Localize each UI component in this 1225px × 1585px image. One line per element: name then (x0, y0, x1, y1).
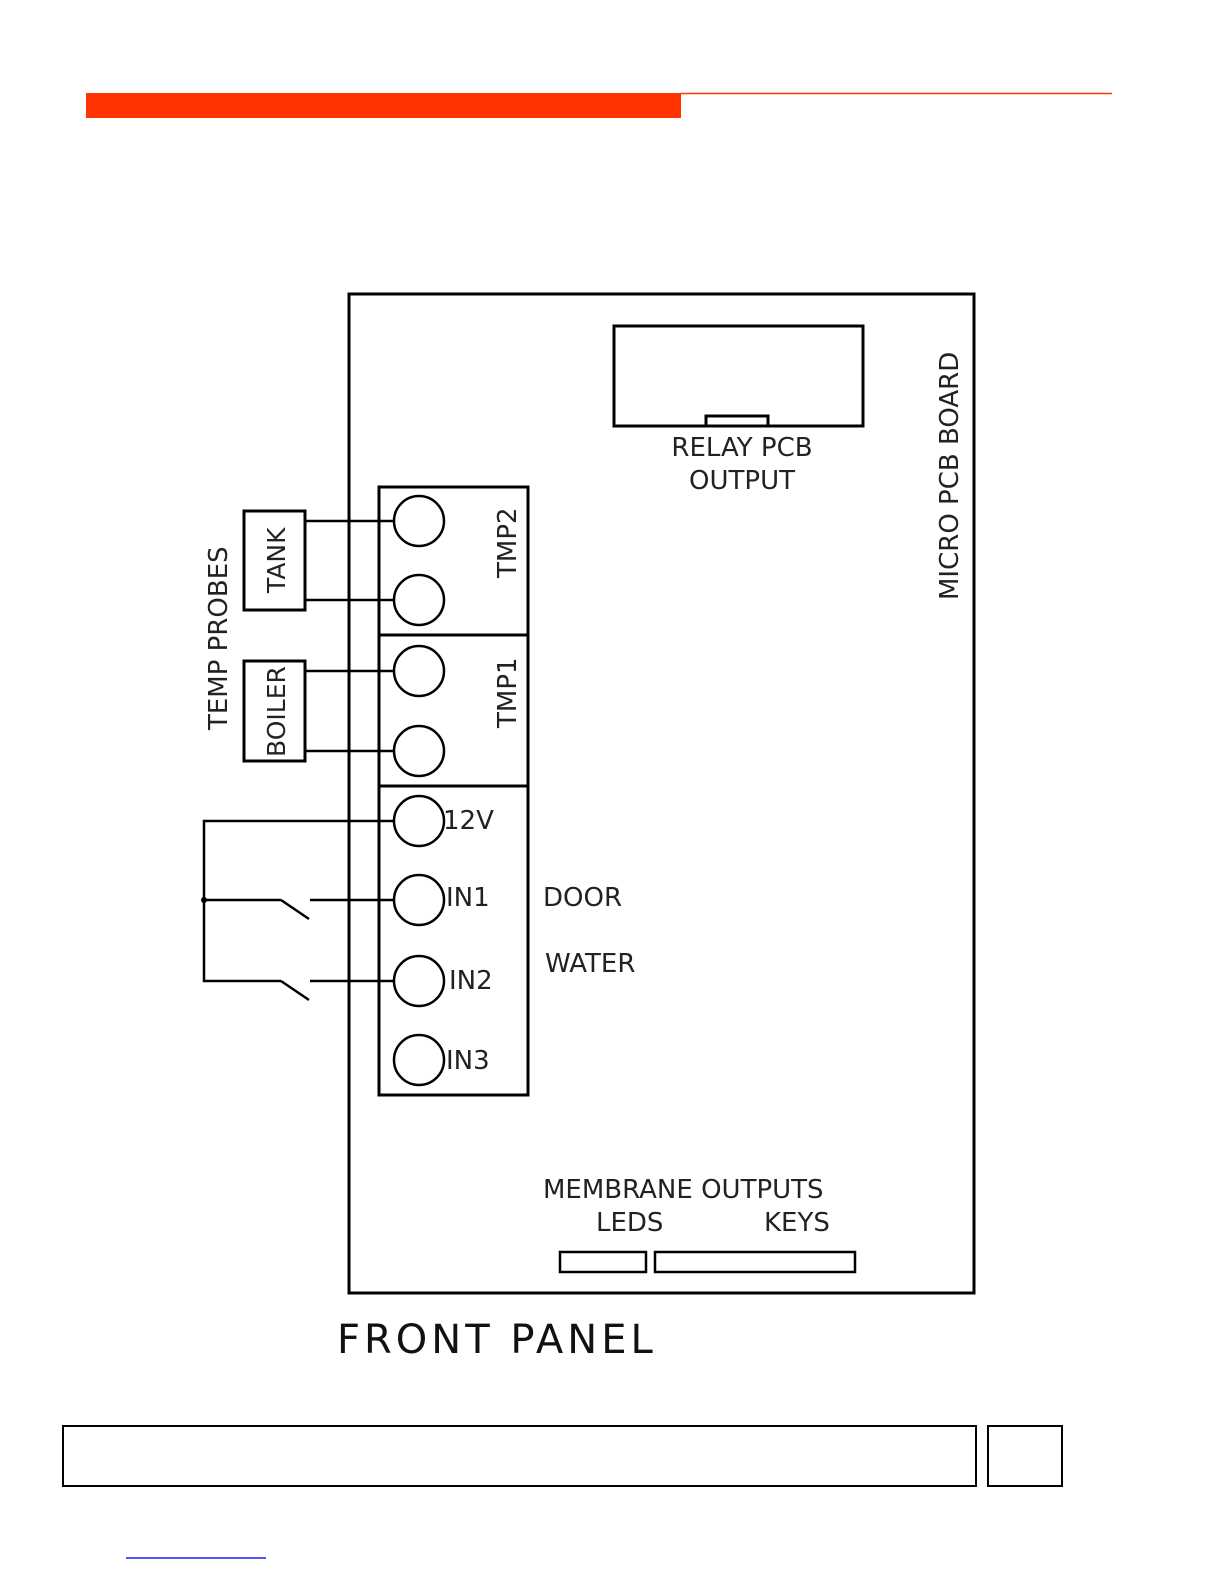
relay-label-line2: OUTPUT (689, 466, 795, 496)
terminal-12v (394, 796, 444, 846)
terminal-in1 (394, 875, 444, 925)
terminal-in2-label: IN2 (449, 966, 493, 996)
tmp1-label: TMP1 (493, 657, 523, 729)
relay-connector-key (706, 416, 768, 426)
leds-connector (560, 1252, 646, 1272)
door-switch-blade (281, 900, 309, 919)
terminal-in2 (394, 956, 444, 1006)
tmp2-terminal-2 (394, 575, 444, 625)
boiler-probe-label: BOILER (262, 666, 291, 757)
keys-connector (655, 1252, 855, 1272)
membrane-leds-label: LEDS (596, 1208, 663, 1238)
membrane-keys-label: KEYS (764, 1208, 830, 1238)
terminal-in3-label: IN3 (446, 1046, 490, 1076)
front-panel-label: FRONT PANEL (337, 1317, 657, 1363)
temp-probes-label: TEMP PROBES (204, 546, 234, 731)
tank-probe-label: TANK (262, 527, 291, 594)
water-switch-blade (281, 981, 309, 1000)
terminal-in3 (394, 1035, 444, 1085)
header-bar (86, 93, 681, 118)
junction-dot (201, 897, 207, 903)
relay-label-line1: RELAY PCB (671, 433, 812, 463)
tmp1-terminal-2 (394, 726, 444, 776)
board-label: MICRO PCB BOARD (935, 352, 965, 600)
tmp2-label: TMP2 (493, 507, 523, 579)
footer-box-main (63, 1426, 976, 1486)
relay-connector (614, 326, 863, 426)
terminal-12v-label: 12V (443, 806, 494, 836)
membrane-title: MEMBRANE OUTPUTS (543, 1175, 824, 1205)
door-label: DOOR (543, 883, 622, 913)
water-label: WATER (545, 949, 635, 979)
footer-box-page (988, 1426, 1062, 1486)
terminal-in1-label: IN1 (446, 883, 490, 913)
tmp2-terminal-1 (394, 496, 444, 546)
tmp1-terminal-1 (394, 646, 444, 696)
